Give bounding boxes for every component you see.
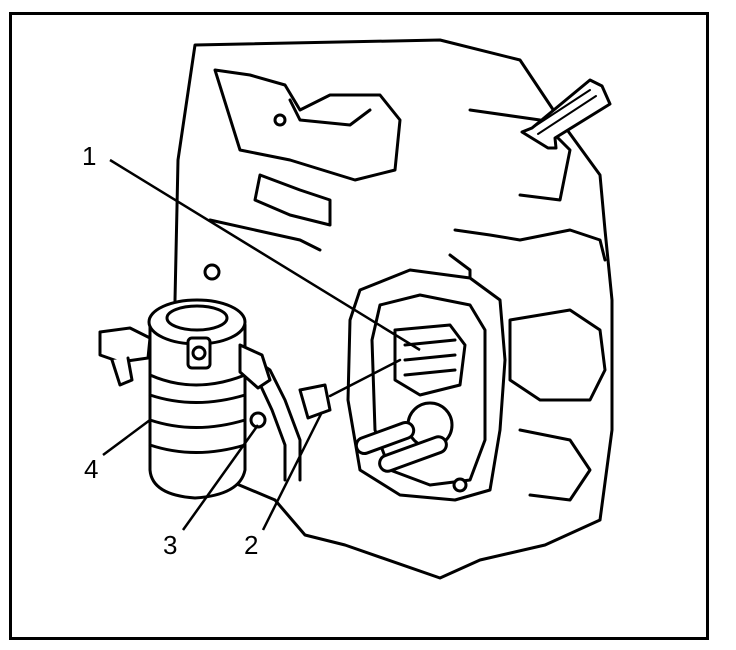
mounting-hole — [203, 263, 221, 281]
outlet-tube — [238, 343, 272, 390]
bracket-tab — [253, 173, 332, 227]
accumulator-fitting — [98, 326, 152, 364]
callout-1: 1 — [82, 141, 97, 171]
callout-leader-2 — [261, 411, 324, 531]
callout-leader-1 — [109, 158, 421, 352]
accumulator-body — [148, 368, 247, 500]
pipe-1 — [354, 420, 416, 456]
upper-bracket — [213, 68, 402, 182]
side-bracket — [508, 308, 607, 402]
callout-4: 4 — [84, 454, 99, 484]
callout-leader-4 — [102, 418, 151, 457]
pipe-2 — [378, 435, 448, 473]
pipe-block — [393, 323, 467, 397]
connector — [298, 383, 332, 420]
callout-leader-3 — [181, 424, 260, 531]
fastener — [249, 411, 267, 429]
callout-3: 3 — [163, 530, 178, 560]
callout-2: 2 — [244, 530, 259, 560]
